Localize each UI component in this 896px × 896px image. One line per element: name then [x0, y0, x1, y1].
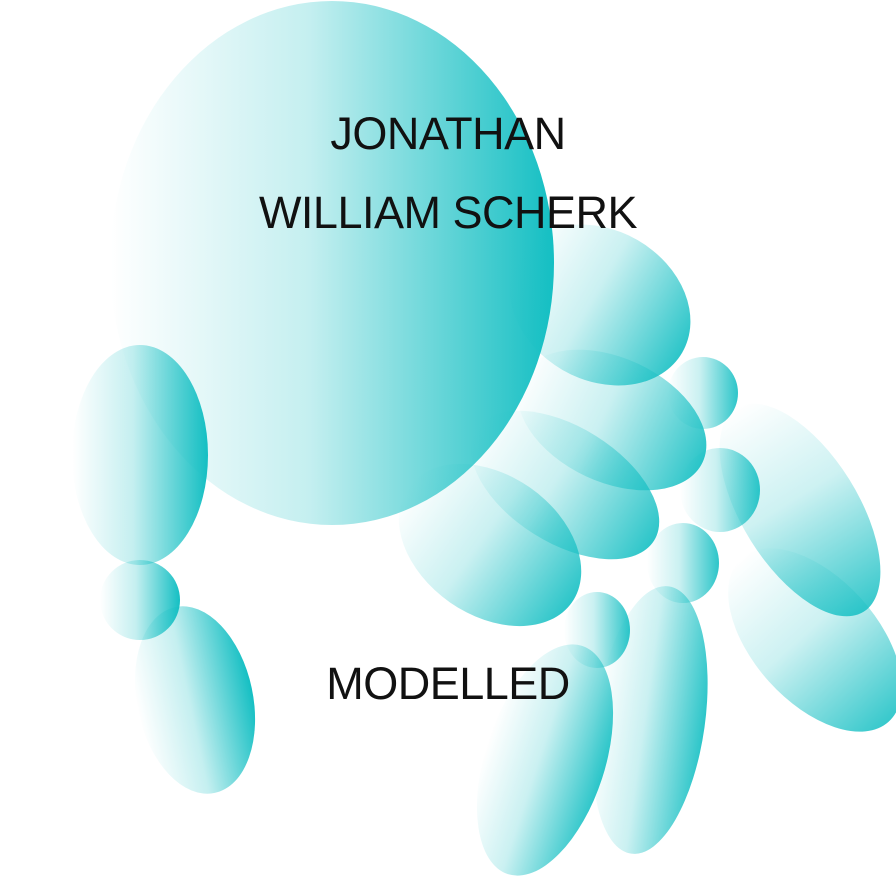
blob-lobe	[509, 224, 691, 386]
blob-arm-lower	[134, 606, 256, 794]
blob-limb	[592, 586, 708, 854]
blob-limb	[476, 644, 614, 876]
blob-lobe	[398, 463, 582, 627]
name-line-1: JONATHAN	[330, 108, 566, 159]
blob-limb	[728, 548, 896, 732]
blob-head	[110, 1, 554, 525]
subtitle: MODELLED	[326, 658, 570, 709]
blob-joint	[668, 357, 738, 429]
blob-joint	[647, 523, 719, 603]
blob-limb	[719, 403, 881, 617]
name-line-2: WILLIAM SCHERK	[258, 187, 638, 238]
blob-arm-upper	[72, 345, 208, 565]
